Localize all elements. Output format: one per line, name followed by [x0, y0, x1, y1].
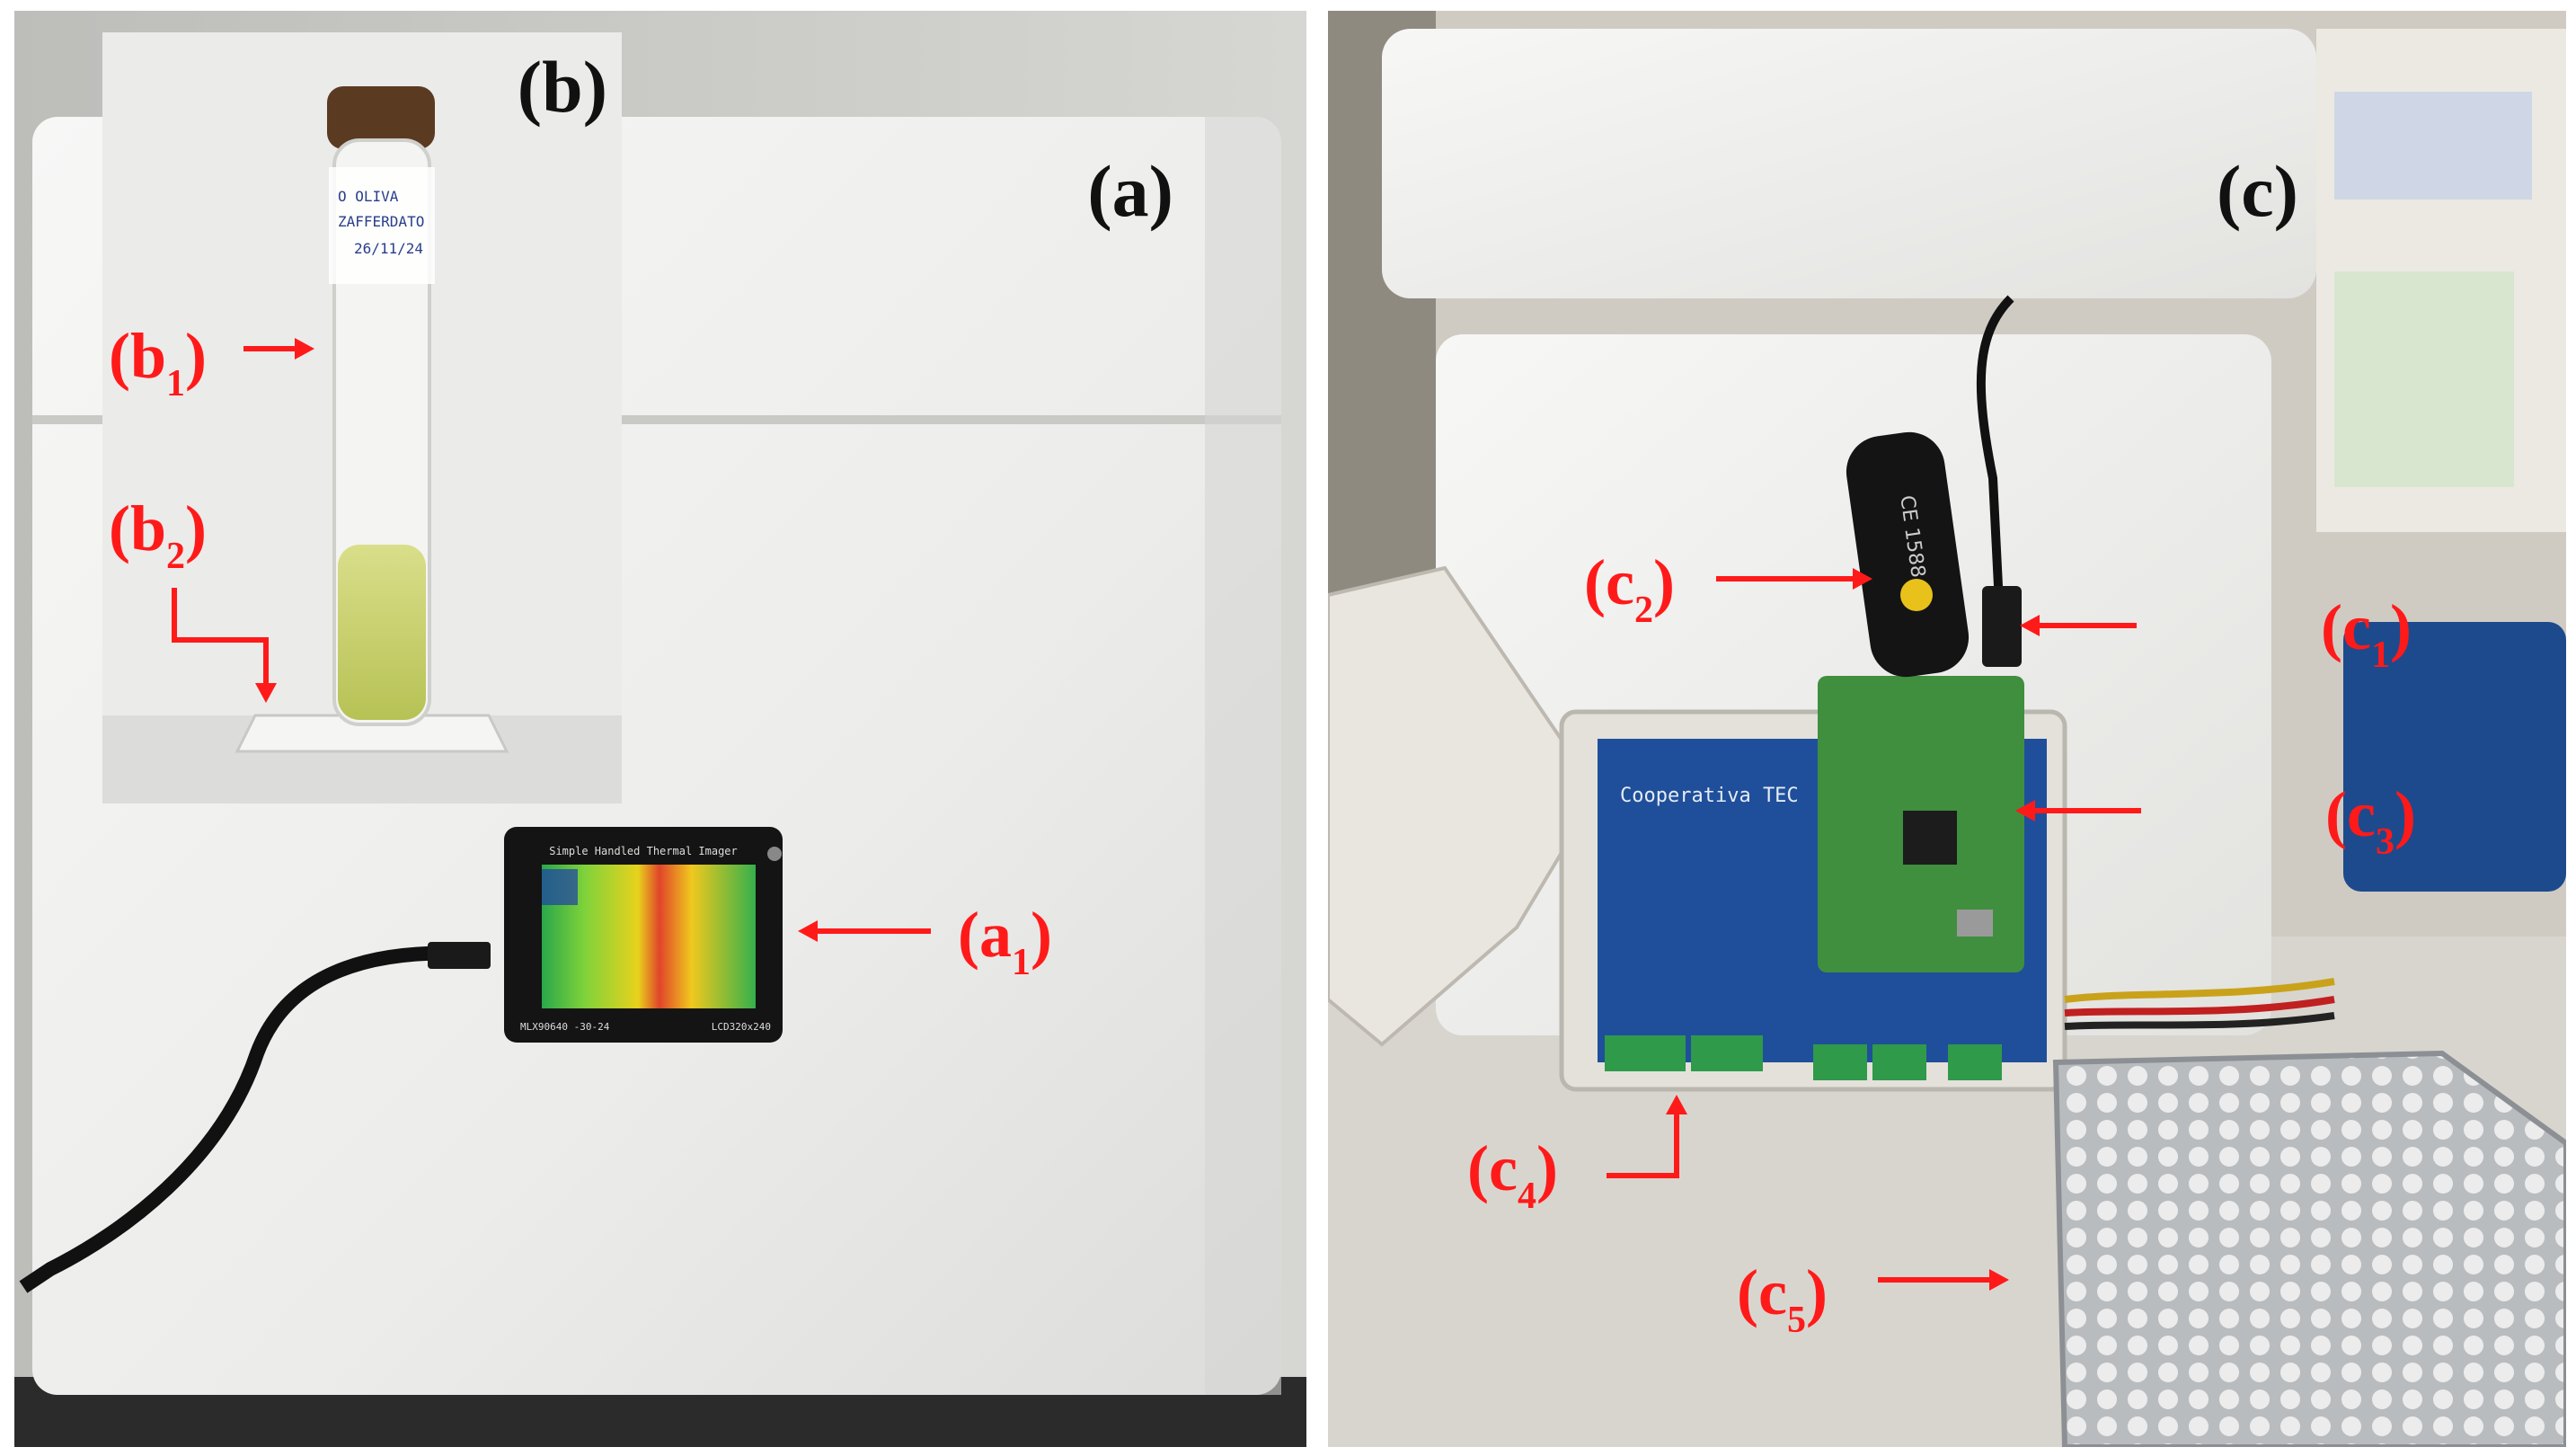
panel-label-a: (a): [1087, 150, 1173, 232]
arrow-head-b2: [255, 683, 277, 703]
photo-panel-a: Simple Handled Thermal Imager MLX90640 -…: [14, 11, 1306, 1447]
label-a1: (a1): [958, 899, 1052, 983]
arrow-head-c3: [2015, 800, 2035, 821]
pcb-label-text: Cooperativa TEC: [1620, 785, 1799, 807]
blue-instrument: [2343, 622, 2566, 892]
imager-title-text: Simple Handled Thermal Imager: [549, 845, 738, 857]
panel-label-b: (b): [518, 46, 607, 128]
usb-cable-c: [1976, 295, 2014, 659]
annotations-right: (c) (c1) (c2) (c3) (c4) (c5): [1467, 150, 2416, 1341]
arrow-head-a1: [798, 920, 818, 942]
tube-label-line-1: O OLIVA: [338, 188, 399, 205]
tube-label-line-2: ZAFFERDATO: [338, 213, 424, 230]
photo-panel-c: Cooperativa TEC CE 1588 (c) (c1): [1328, 11, 2566, 1447]
usb-cable: [19, 946, 482, 1293]
label-c3: (c3): [2325, 778, 2416, 863]
annotations-left: (b) (a) (b1) (b2) (a1): [109, 46, 1173, 983]
power-supply-unit: [2052, 1050, 2566, 1447]
arrow-head-c1: [2020, 615, 2040, 636]
cork-stopper: [327, 86, 435, 149]
tube-label-line-3: 26/11/24: [354, 240, 423, 257]
label-c5: (c5): [1737, 1256, 1828, 1341]
enclosure-cover: [1328, 565, 1600, 1047]
label-c4: (c4): [1467, 1132, 1558, 1217]
label-b2: (b2): [109, 493, 207, 577]
arrow-head-c5: [1989, 1269, 2009, 1291]
tube-label-paper: [329, 167, 435, 284]
photo-c-scene: Cooperativa TEC CE 1588: [1328, 11, 2566, 1447]
usb-modem-dongle: [1846, 431, 1970, 678]
thermal-imager: Simple Handled Thermal Imager MLX90640 -…: [504, 827, 783, 1043]
label-c1: (c1): [2321, 591, 2412, 676]
arrow-head-c2: [1853, 568, 1872, 590]
arrow-head-b1: [295, 338, 314, 360]
imager-lcd-text: LCD320x240: [712, 1021, 771, 1033]
label-b1: (b1): [109, 320, 207, 404]
photo-b-scene: O OLIVA ZAFFERDATO 26/11/24: [102, 32, 622, 803]
panel-label-c: (c): [2217, 150, 2298, 232]
terminal-blocks: [1605, 1035, 2002, 1080]
oil-sample: [338, 545, 426, 720]
arrow-head-c4: [1666, 1095, 1687, 1114]
photo-inset-b: O OLIVA ZAFFERDATO 26/11/24: [102, 32, 622, 803]
imager-model-text: MLX90640 -30-24: [520, 1021, 610, 1033]
label-c2: (c2): [1584, 546, 1675, 631]
styrofoam-lid: [1382, 29, 2316, 298]
